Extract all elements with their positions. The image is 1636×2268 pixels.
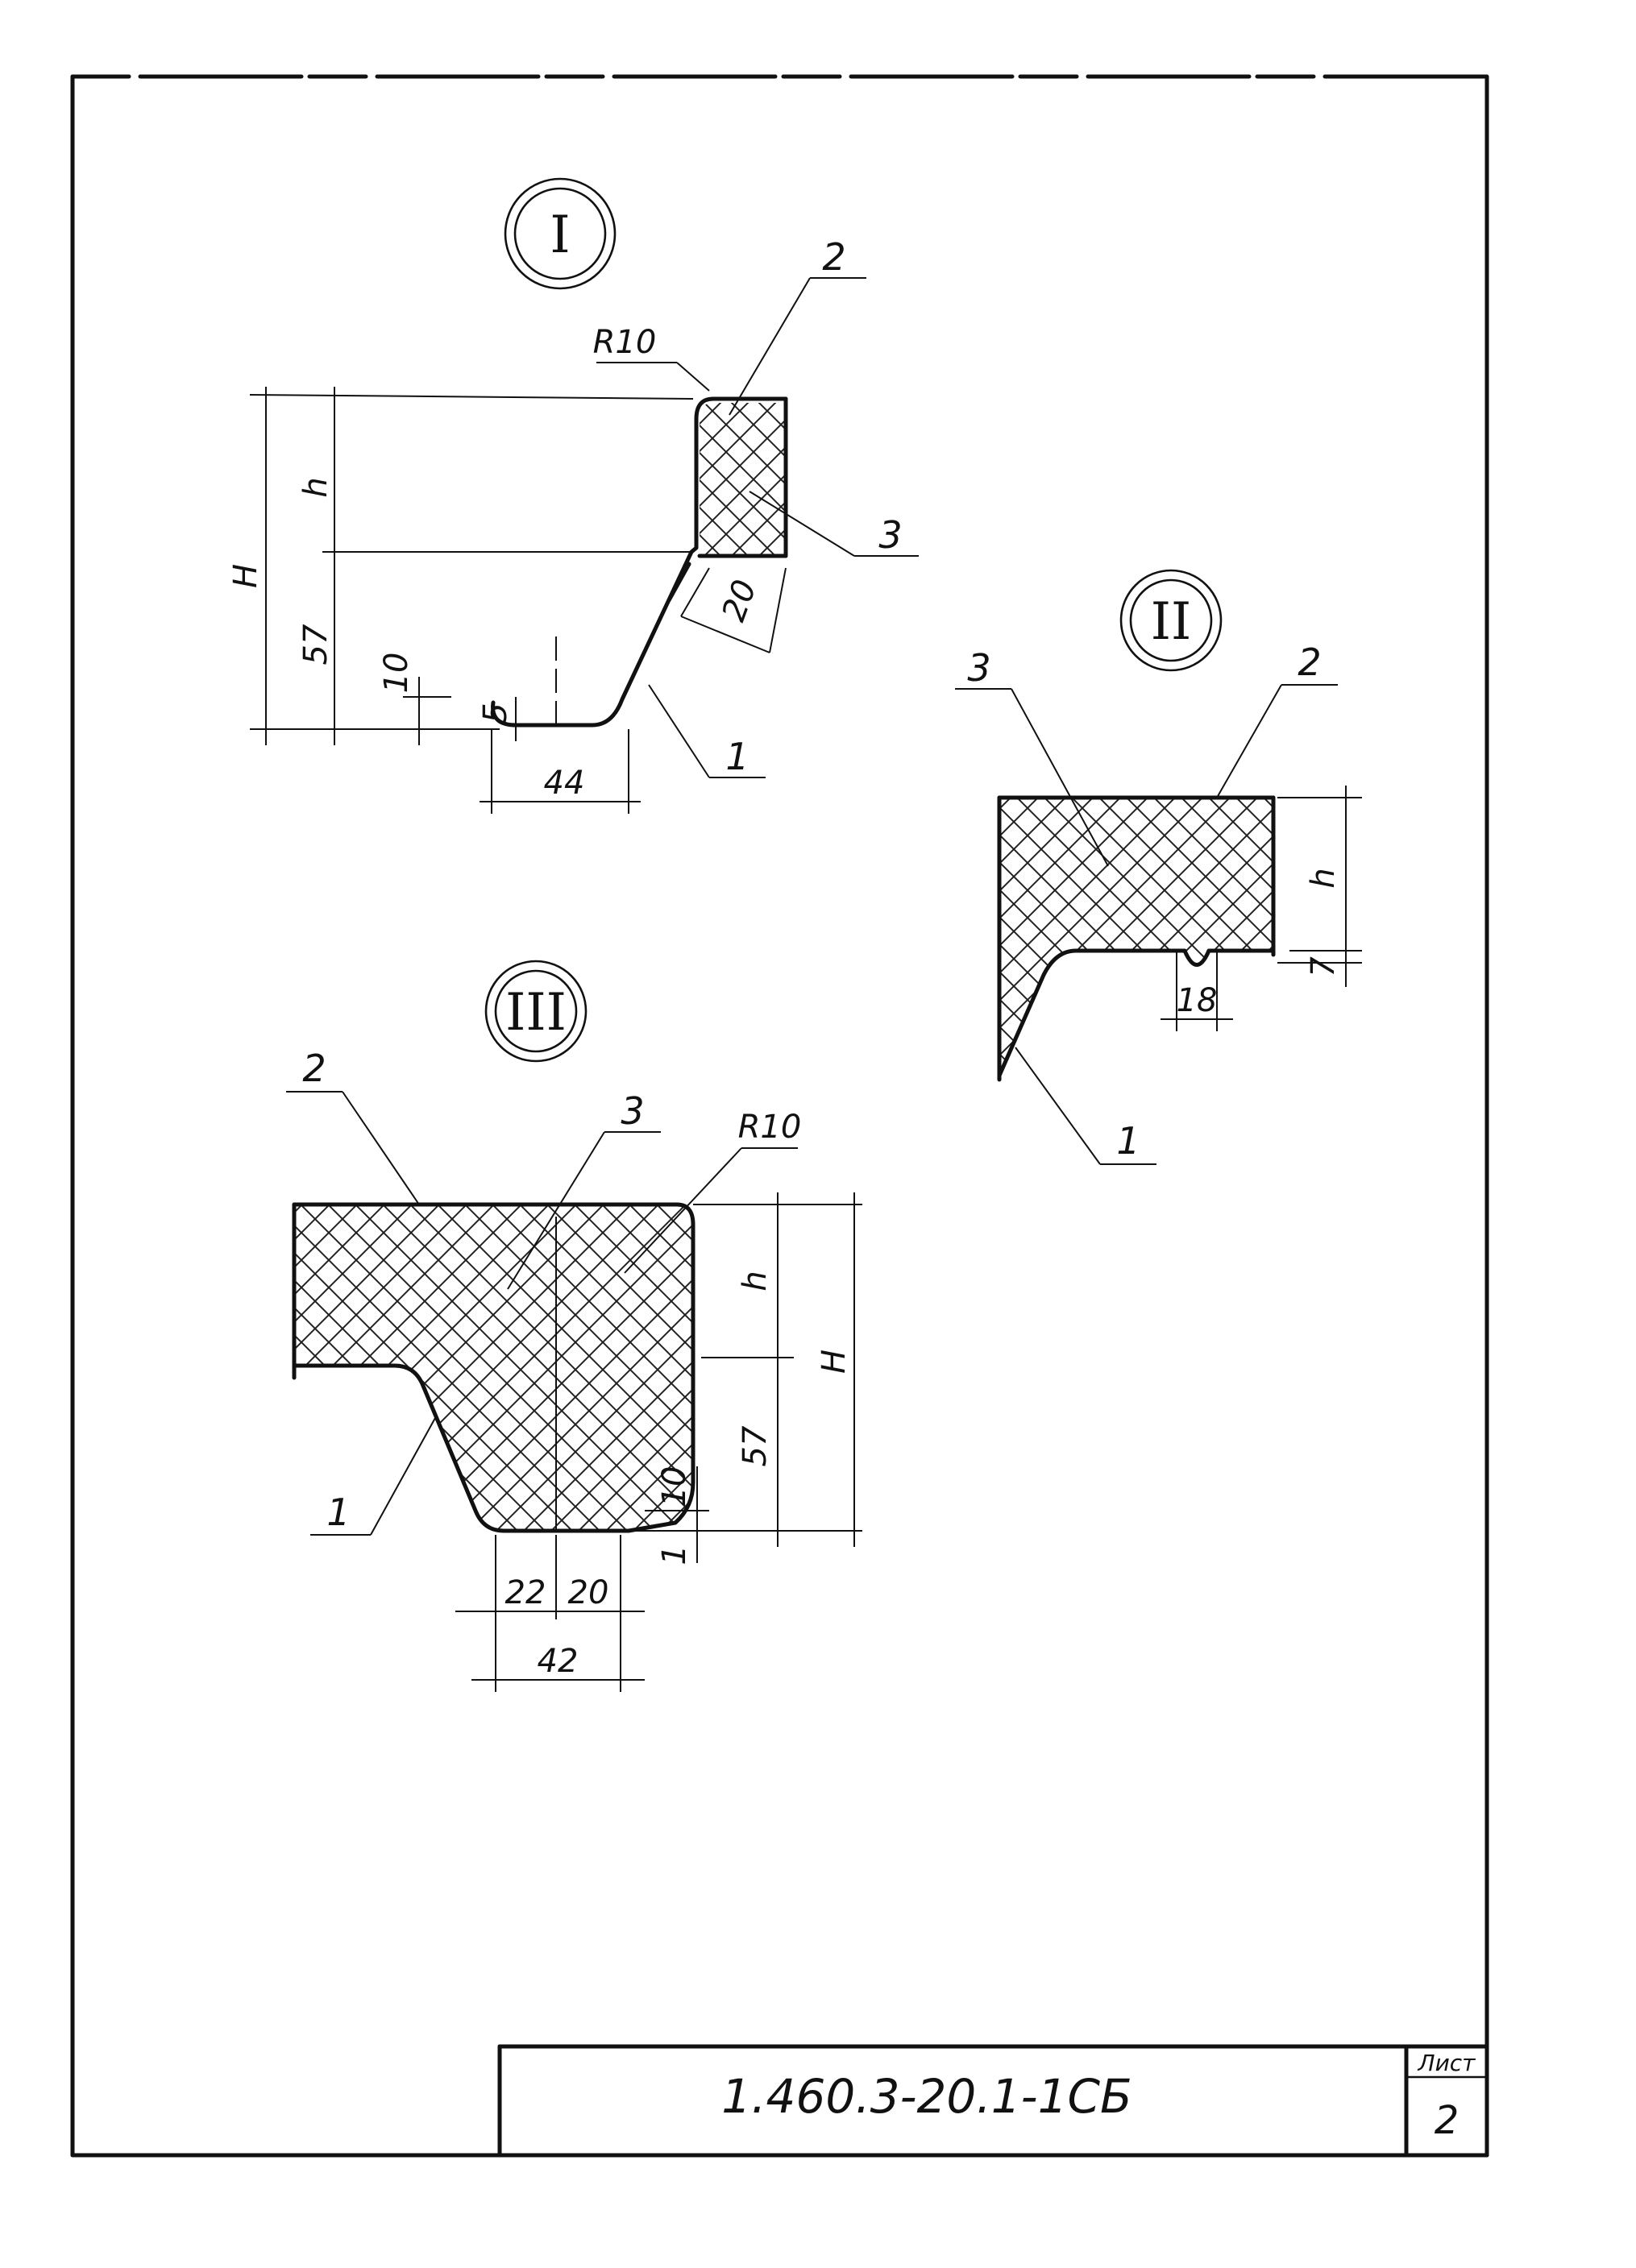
view-ii-callout-2: 2 bbox=[1298, 641, 1321, 684]
view-iii-callout-1: 1 bbox=[326, 1491, 350, 1534]
view-i-numeral: I bbox=[550, 205, 570, 265]
sheet-frame bbox=[70, 74, 1489, 2158]
view-iii: III h H 57 10 1 22 20 42 bbox=[286, 960, 862, 1692]
view-iii-dim-57: 57 bbox=[737, 1425, 774, 1466]
view-iii-callout-2: 2 bbox=[302, 1047, 326, 1090]
sheet-number: 2 bbox=[1435, 2098, 1460, 2143]
view-iii-dim-22: 22 bbox=[505, 1574, 546, 1611]
view-ii-callout-1: 1 bbox=[1116, 1119, 1140, 1163]
view-iii-callouts: 2 3 1 R10 bbox=[286, 1047, 802, 1536]
title-block: 1.460.3-20.1-1СБ Лист 2 bbox=[497, 2044, 1489, 2158]
view-i-dim-10: 10 bbox=[378, 653, 415, 694]
view-i-callout-2: 2 bbox=[822, 235, 845, 279]
view-ii-dim-18: 18 bbox=[1177, 982, 1218, 1019]
view-iii-fill-section bbox=[294, 1204, 693, 1531]
sheet-label: Лист bbox=[1418, 2050, 1476, 2076]
view-iii-dim-h: h bbox=[737, 1271, 774, 1291]
view-iii-numeral: III bbox=[505, 983, 567, 1043]
view-i-radius: R10 bbox=[593, 324, 657, 361]
view-i-fill-section bbox=[700, 403, 786, 556]
view-i-dimensions: H h 57 10 5 20 44 bbox=[227, 387, 787, 814]
view-iii-dimensions: h H 57 10 1 22 20 42 bbox=[455, 1192, 862, 1692]
view-i-callouts: 2 3 1 R10 bbox=[593, 235, 919, 778]
view-i-dim-h: h bbox=[297, 477, 334, 497]
view-ii-marker: II bbox=[1119, 569, 1223, 672]
view-i-dim-5: 5 bbox=[477, 703, 514, 723]
view-i-dim-44: 44 bbox=[544, 765, 585, 802]
view-i-callout-1: 1 bbox=[725, 735, 749, 778]
view-ii-callout-3: 3 bbox=[967, 646, 990, 690]
view-i-callout-3: 3 bbox=[878, 513, 902, 557]
view-i-marker: I bbox=[504, 177, 617, 290]
view-iii-dim-1: 1 bbox=[656, 1544, 693, 1565]
view-iii-dim-42: 42 bbox=[538, 1643, 579, 1680]
document-code: 1.460.3-20.1-1СБ bbox=[721, 2069, 1132, 2124]
view-ii-dim-7: 7 bbox=[1305, 956, 1342, 977]
view-ii-shell-outline bbox=[997, 948, 1276, 1078]
view-ii-fill-section bbox=[999, 798, 1273, 1072]
view-ii-dim-h: h bbox=[1305, 868, 1342, 888]
view-iii-callout-3: 3 bbox=[621, 1089, 644, 1133]
view-i: I H h 57 10 5 bbox=[227, 177, 919, 814]
view-iii-dim-H: H bbox=[816, 1350, 853, 1374]
view-iii-dim-20: 20 bbox=[568, 1574, 609, 1611]
view-i-shell-outline bbox=[491, 396, 788, 728]
view-i-dim-20: 20 bbox=[715, 575, 764, 627]
view-i-dim-H: H bbox=[227, 564, 264, 588]
view-iii-marker: III bbox=[484, 960, 588, 1063]
view-iii-dim-10: 10 bbox=[656, 1466, 693, 1507]
view-ii-callouts: 3 2 1 bbox=[955, 641, 1338, 1165]
view-iii-radius: R10 bbox=[738, 1109, 802, 1146]
view-ii: II h 7 18 3 2 1 bbox=[955, 569, 1362, 1165]
view-ii-dimensions: h 7 18 bbox=[1161, 786, 1362, 1031]
view-ii-numeral: II bbox=[1151, 592, 1192, 652]
view-i-dim-57: 57 bbox=[297, 624, 334, 665]
